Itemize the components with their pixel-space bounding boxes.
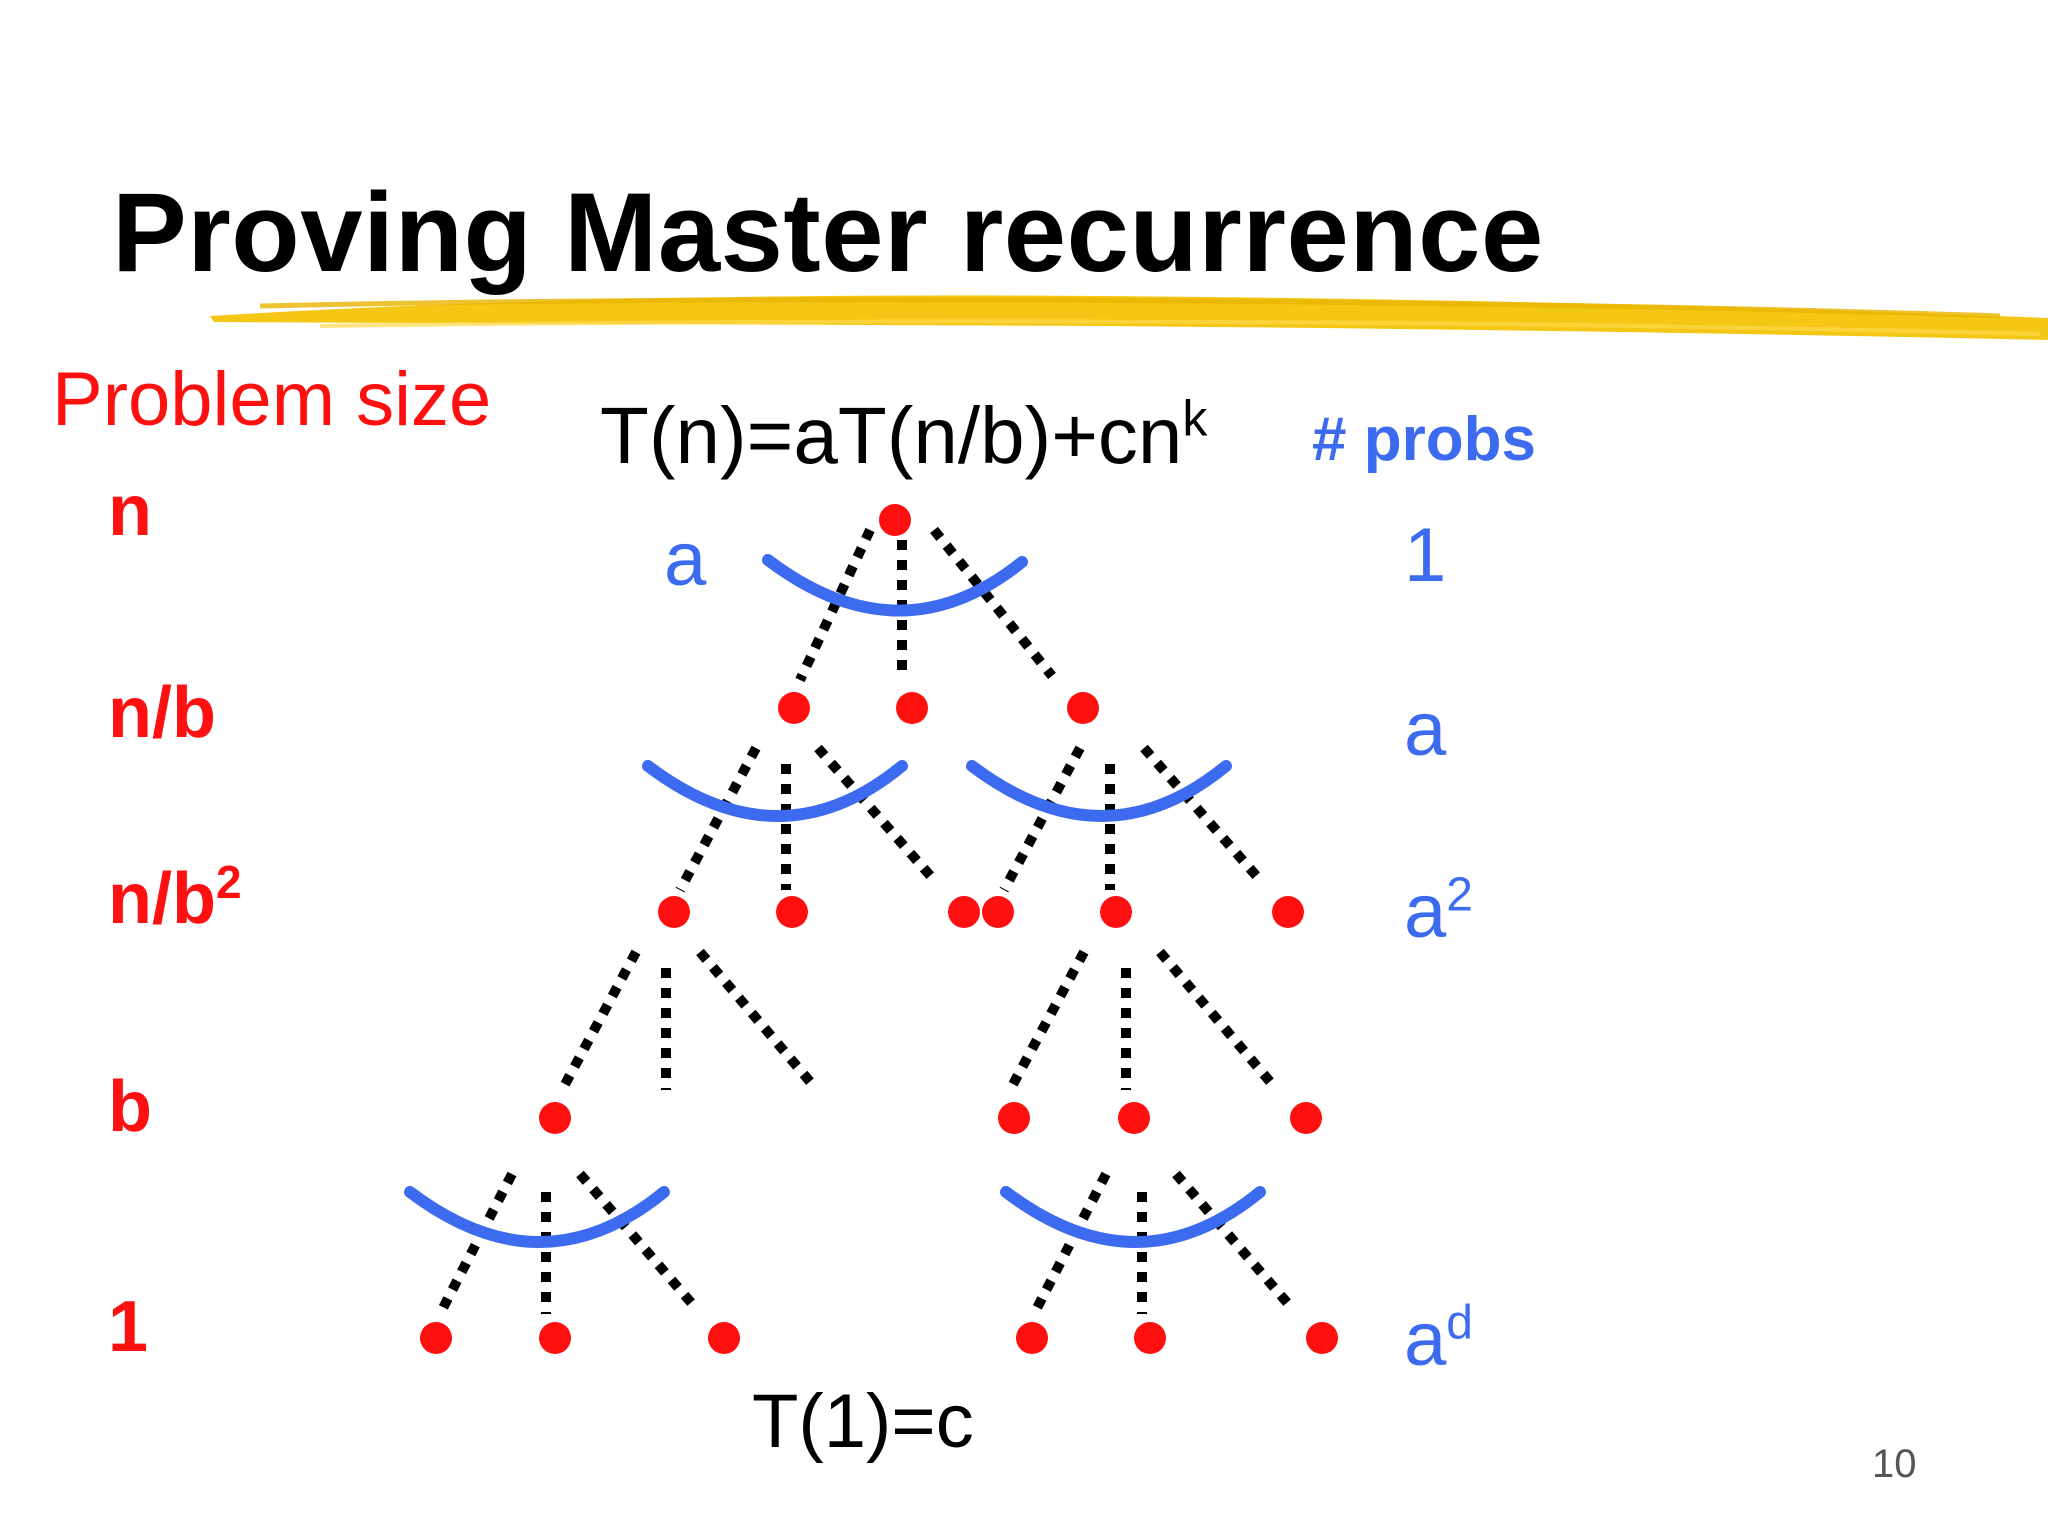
tree-node-leaf xyxy=(708,1322,740,1354)
tree-node-leaf xyxy=(420,1322,452,1354)
num-problems-header: # probs xyxy=(1312,405,1536,474)
tree-node-root xyxy=(879,504,911,536)
tree-edge xyxy=(1140,744,1264,884)
tree-edge xyxy=(1031,1171,1111,1313)
branch-brace xyxy=(966,760,1232,822)
level-label-n: n xyxy=(108,471,152,551)
tree-node xyxy=(896,692,928,724)
tree-node xyxy=(776,896,808,928)
count-level-1: a xyxy=(1404,687,1447,772)
branch-brace xyxy=(1000,1186,1266,1248)
tree-edge xyxy=(795,527,875,683)
tree-edge xyxy=(999,745,1085,893)
count-level-2: a2 xyxy=(1404,868,1473,954)
tree-edge xyxy=(576,1170,698,1310)
branch-brace xyxy=(404,1186,670,1248)
problem-size-header: Problem size xyxy=(52,357,492,442)
tree-edge xyxy=(1156,948,1276,1088)
tree-node xyxy=(982,896,1014,928)
level-label-n-over-b-squared: n/b2 xyxy=(108,856,242,939)
tree-node xyxy=(778,692,810,724)
tree-node xyxy=(998,1102,1030,1134)
tree-edge xyxy=(1005,949,1089,1093)
slide-title: Proving Master recurrence xyxy=(112,170,1544,295)
level-label-1: 1 xyxy=(108,1287,149,1367)
base-case-formula: T(1)=c xyxy=(752,1379,974,1464)
tree-node xyxy=(658,896,690,928)
branching-factor-label: a xyxy=(664,517,707,602)
branch-brace xyxy=(642,760,908,822)
tree-node-leaf xyxy=(1306,1322,1338,1354)
tree-node-leaf xyxy=(539,1322,571,1354)
tree-node-leaf xyxy=(1016,1322,1048,1354)
tree-edge xyxy=(1172,1170,1294,1310)
tree-node xyxy=(1272,896,1304,928)
tree-edge xyxy=(696,948,816,1088)
tree-node xyxy=(948,896,980,928)
tree-edge xyxy=(437,1171,517,1313)
count-level-d: ad xyxy=(1404,1296,1473,1382)
tree-node-leaf xyxy=(1134,1322,1166,1354)
level-label-n-over-b: n/b xyxy=(108,673,216,753)
page-number: 10 xyxy=(1872,1442,1917,1486)
branch-brace xyxy=(762,554,1028,617)
tree-node xyxy=(1290,1102,1322,1134)
recurrence-formula: T(n)=aT(n/b)+cnk xyxy=(600,390,1208,480)
level-label-b: b xyxy=(108,1067,152,1147)
count-level-0: 1 xyxy=(1404,513,1447,598)
tree-node xyxy=(1118,1102,1150,1134)
tree-node xyxy=(1100,896,1132,928)
tree-node xyxy=(1067,692,1099,724)
tree-edge xyxy=(557,949,641,1093)
tree-node xyxy=(539,1102,571,1134)
tree-edge xyxy=(814,744,938,884)
tree-edge xyxy=(675,745,761,893)
